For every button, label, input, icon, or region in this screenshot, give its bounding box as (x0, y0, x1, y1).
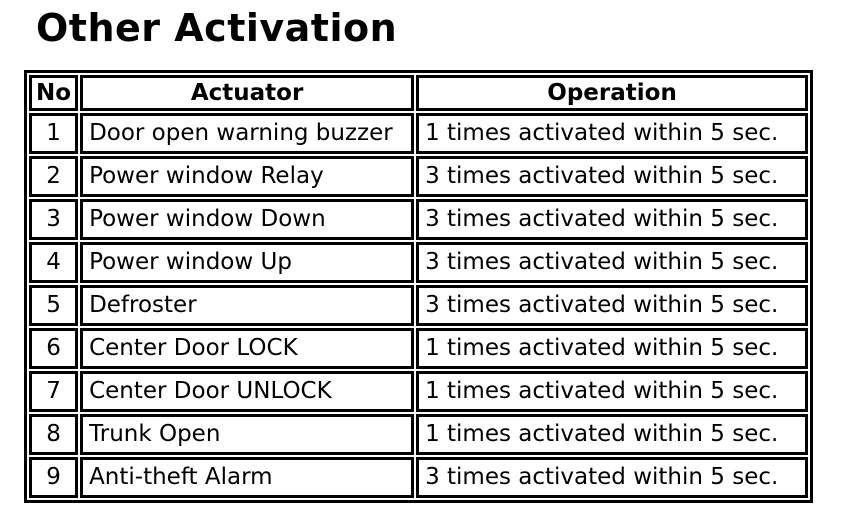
actuator-cell: Power window Relay (80, 155, 415, 197)
operation-cell: 3 times activated within 5 sec. (416, 241, 809, 283)
row-number-cell: 5 (29, 284, 79, 326)
page-title: Other Activation (36, 6, 398, 50)
header-row: No Actuator Operation (29, 74, 809, 111)
table-row-6: 6 Center Door LOCK 1 times activated wit… (29, 327, 809, 369)
row-number-cell: 9 (29, 456, 79, 498)
actuator-cell: Center Door LOCK (80, 327, 415, 369)
actuator-cell: Power window Down (80, 198, 415, 240)
table-row-9: 9 Anti-theft Alarm 3 times activated wit… (29, 456, 809, 498)
row-number-cell: 4 (29, 241, 79, 283)
operation-cell: 3 times activated within 5 sec. (416, 456, 809, 498)
row-number-cell: 8 (29, 413, 79, 455)
actuator-cell: Power window Up (80, 241, 415, 283)
actuator-cell: Door open warning buzzer (80, 112, 415, 154)
table-header: No Actuator Operation (29, 74, 809, 111)
table-row-8: 8 Trunk Open 1 times activated within 5 … (29, 413, 809, 455)
table-row-2: 2 Power window Relay 3 times activated w… (29, 155, 809, 197)
table-row-3: 3 Power window Down 3 times activated wi… (29, 198, 809, 240)
actuator-cell: Anti-theft Alarm (80, 456, 415, 498)
operation-cell: 1 times activated within 5 sec. (416, 327, 809, 369)
operation-cell: 1 times activated within 5 sec. (416, 370, 809, 412)
operation-cell: 1 times activated within 5 sec. (416, 112, 809, 154)
table-row-4: 4 Power window Up 3 times activated with… (29, 241, 809, 283)
row-number-cell: 2 (29, 155, 79, 197)
col-header-no: No (29, 74, 79, 111)
row-number-cell: 3 (29, 198, 79, 240)
table-body: 1 Door open warning buzzer 1 times activ… (29, 112, 809, 498)
operation-cell: 3 times activated within 5 sec. (416, 284, 809, 326)
actuator-cell: Trunk Open (80, 413, 415, 455)
table-row-1: 1 Door open warning buzzer 1 times activ… (29, 112, 809, 154)
operation-cell: 3 times activated within 5 sec. (416, 198, 809, 240)
operation-cell: 1 times activated within 5 sec. (416, 413, 809, 455)
col-header-actuator: Actuator (80, 74, 415, 111)
activation-table: No Actuator Operation 1 Door open warnin… (24, 69, 814, 503)
col-header-operation: Operation (416, 74, 809, 111)
row-number-cell: 6 (29, 327, 79, 369)
table-row-5: 5 Defroster 3 times activated within 5 s… (29, 284, 809, 326)
actuator-cell: Defroster (80, 284, 415, 326)
row-number-cell: 1 (29, 112, 79, 154)
page: Other Activation No Actuator Operation 1… (0, 6, 864, 526)
operation-cell: 3 times activated within 5 sec. (416, 155, 809, 197)
actuator-cell: Center Door UNLOCK (80, 370, 415, 412)
table-row-7: 7 Center Door UNLOCK 1 times activated w… (29, 370, 809, 412)
row-number-cell: 7 (29, 370, 79, 412)
